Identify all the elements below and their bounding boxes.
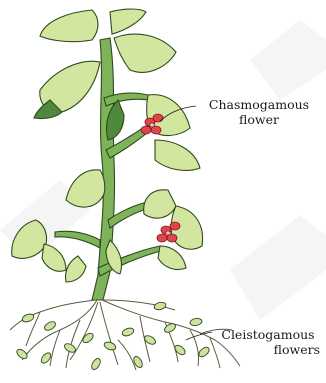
cleistogamous-label: Cleistogamous flowers [212, 327, 324, 357]
chasmogamous-label-line2: flower [196, 112, 322, 127]
cleistogamous-label-line1: Cleistogamous [212, 327, 324, 342]
chasmogamous-label: Chasmogamous flower [196, 97, 322, 127]
chasmogamous-label-line1: Chasmogamous [196, 97, 322, 112]
cleistogamous-label-line2: flowers [212, 342, 324, 357]
cleistogamous-flowers [15, 301, 211, 371]
